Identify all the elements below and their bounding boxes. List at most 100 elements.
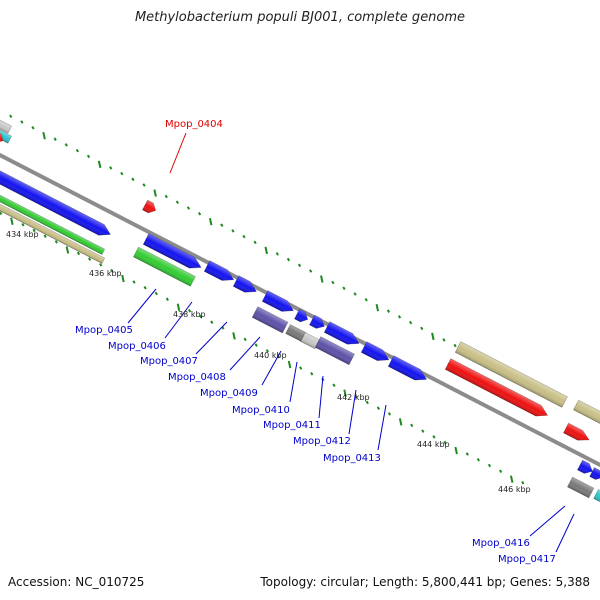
tick-mark: [375, 303, 380, 312]
tick-mark: [386, 309, 391, 313]
tick-mark: [453, 343, 457, 348]
gene-label[interactable]: Mpop_0417: [498, 554, 556, 565]
tick-mark: [309, 269, 313, 273]
gene-feature: [593, 489, 600, 505]
tick-mark: [242, 234, 246, 239]
tick-mark: [353, 292, 357, 296]
kbp-label: 444 kbp: [417, 440, 450, 449]
gene-label[interactable]: Mpop_0410: [232, 405, 290, 416]
gene-label[interactable]: Mpop_0409: [200, 388, 258, 399]
tick-marks: [0, 114, 535, 485]
tick-mark: [254, 343, 258, 347]
tick-mark: [442, 338, 446, 342]
tick-mark: [153, 189, 157, 197]
gene-feature: [314, 336, 355, 366]
kbp-label: 442 kbp: [337, 393, 370, 402]
tick-mark: [120, 171, 124, 176]
tick-mark: [154, 291, 158, 296]
gene-feature: [454, 341, 568, 408]
tick-mark: [110, 268, 114, 273]
gene-label[interactable]: Mpop_0406: [108, 341, 166, 352]
gene-feature: [261, 290, 294, 312]
tick-mark: [186, 206, 191, 210]
tick-mark: [220, 223, 224, 227]
gene-feature: [300, 332, 320, 350]
gene-label[interactable]: Mpop_0416: [472, 538, 530, 549]
tick-mark: [265, 349, 269, 353]
gene-feature: [0, 156, 111, 236]
gene-feature: [589, 467, 600, 480]
gene-feature: [142, 233, 202, 269]
tick-mark: [342, 286, 346, 291]
gene-feature: [133, 246, 196, 287]
callout-line: [229, 336, 261, 371]
tick-mark: [97, 160, 102, 169]
tick-mark: [210, 320, 214, 324]
tick-mark: [9, 114, 13, 119]
callout-line: [127, 288, 157, 324]
tick-mark: [264, 246, 268, 255]
tick-mark: [498, 469, 503, 474]
tick-mark: [32, 228, 36, 233]
tick-mark: [76, 251, 81, 256]
tick-mark: [42, 131, 46, 140]
tick-mark: [65, 246, 70, 254]
tick-mark: [208, 217, 213, 226]
tick-mark: [43, 234, 47, 238]
callout-line: [348, 389, 357, 435]
tick-mark: [364, 297, 368, 302]
gene-feature: [563, 422, 590, 441]
tick-mark: [176, 303, 181, 311]
tick-mark: [164, 194, 168, 199]
gene-label[interactable]: Mpop_0411: [263, 420, 321, 431]
gene-feature: [203, 260, 235, 281]
gene-label[interactable]: Mpop_0413: [323, 453, 381, 464]
tick-mark: [465, 452, 469, 456]
gene-feature: [323, 321, 360, 345]
tick-mark: [443, 440, 447, 445]
gene-feature: [309, 314, 325, 329]
tick-mark: [398, 418, 403, 426]
callout-line: [169, 132, 187, 174]
gene-labels: Mpop_0404Mpop_0405Mpop_0406Mpop_0407Mpop…: [75, 119, 556, 565]
gene-feature: [294, 308, 309, 323]
tick-mark: [86, 154, 91, 159]
tick-mark: [197, 211, 202, 216]
tick-mark: [432, 435, 436, 439]
tick-mark: [387, 412, 392, 416]
tick-mark: [420, 326, 424, 331]
tick-mark: [253, 240, 257, 245]
tick-mark: [54, 240, 58, 244]
callout-line: [195, 321, 228, 355]
gene-label[interactable]: Mpop_0412: [293, 436, 351, 447]
gene-label[interactable]: Mpop_0405: [75, 325, 133, 336]
tick-mark: [243, 337, 247, 342]
tick-mark: [354, 394, 358, 399]
gene-feature: [232, 275, 257, 293]
gene-feature: [577, 459, 593, 474]
accession-text: Accession: NC_010725: [8, 575, 145, 589]
tick-mark: [88, 257, 92, 261]
gene-label[interactable]: Mpop_0404: [165, 119, 223, 130]
tick-mark: [175, 200, 179, 205]
tick-mark: [131, 177, 135, 182]
tick-mark: [521, 480, 525, 485]
tick-mark: [275, 252, 279, 256]
tick-mark: [297, 263, 302, 268]
kbp-label: 440 kbp: [254, 351, 287, 360]
callout-line: [289, 361, 298, 403]
tick-mark: [21, 222, 25, 227]
callout-line: [164, 301, 193, 339]
gene-label[interactable]: Mpop_0407: [140, 356, 198, 367]
tick-mark: [365, 400, 369, 405]
tick-mark: [64, 143, 68, 147]
gene-label[interactable]: Mpop_0408: [168, 372, 226, 383]
tick-mark: [410, 423, 414, 428]
tick-mark: [232, 332, 236, 340]
tick-mark: [0, 211, 3, 216]
tick-mark: [20, 120, 24, 124]
tick-mark: [143, 286, 147, 290]
gene-feature: [0, 131, 4, 144]
tick-mark: [53, 137, 57, 141]
gene-feature: [0, 179, 106, 255]
